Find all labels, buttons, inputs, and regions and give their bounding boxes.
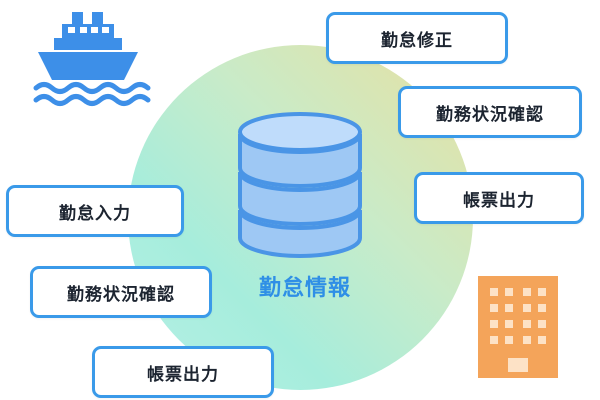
tag-kintai-shusei: 勤怠修正 xyxy=(326,12,508,64)
tag-kinmu-jokyo-kakunin-right: 勤務状況確認 xyxy=(398,86,582,138)
database-label: 勤怠情報 xyxy=(258,276,351,301)
tag-kinmu-jokyo-kakunin-left: 勤務状況確認 xyxy=(30,266,212,318)
tag-kintai-nyuryoku: 勤怠入力 xyxy=(6,185,184,237)
tag-label: 帳票出力 xyxy=(147,364,219,385)
tag-label: 勤怠入力 xyxy=(59,203,131,224)
tag-label: 勤務状況確認 xyxy=(67,284,175,305)
tag-chohyo-shutsuryoku-right: 帳票出力 xyxy=(414,172,584,224)
building-icon xyxy=(478,276,558,378)
tag-label: 勤務状況確認 xyxy=(436,104,544,125)
tag-label: 勤怠修正 xyxy=(381,30,453,51)
tag-chohyo-shutsuryoku-left: 帳票出力 xyxy=(92,346,274,398)
tag-label: 帳票出力 xyxy=(463,190,535,211)
ship-icon xyxy=(33,12,151,106)
database-icon xyxy=(238,112,362,258)
